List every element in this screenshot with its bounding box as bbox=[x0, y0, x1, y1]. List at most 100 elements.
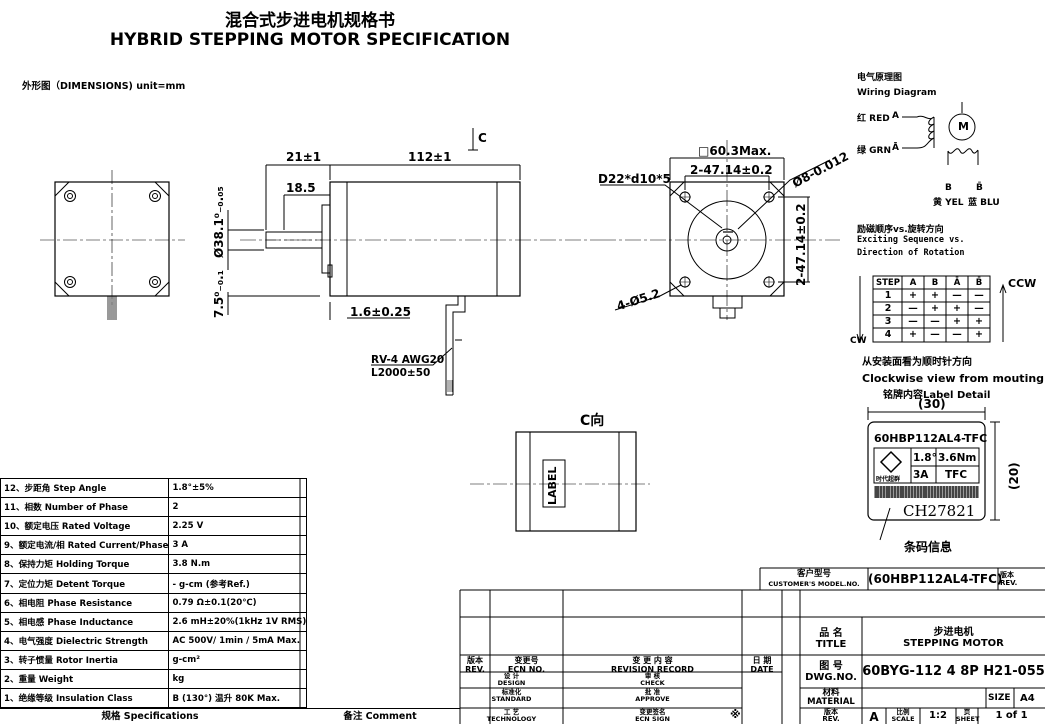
wire-green: 绿 GRN bbox=[857, 146, 891, 156]
spec-value: g-cm² bbox=[168, 649, 308, 670]
scale-label: 比例 SCALE bbox=[886, 709, 920, 723]
dim-18-5: 18.5 bbox=[286, 181, 316, 195]
seq-header-b-bar: B̄ bbox=[975, 278, 983, 288]
ecn-cn: 变更号 bbox=[514, 656, 539, 665]
sheet-label: 页 SHEET bbox=[956, 708, 980, 723]
revision-record-label: 变 更 内 容 REVISION RECORD bbox=[563, 656, 742, 674]
rev-en: REV. bbox=[1000, 579, 1018, 587]
dim-1-6: 1.6±0.25 bbox=[350, 305, 411, 319]
side-view bbox=[227, 128, 600, 396]
customer-model-label: 客户型号 CUSTOMER'S MODEL.NO. bbox=[760, 569, 868, 589]
wire-a: A bbox=[892, 111, 899, 121]
label-detail-lines bbox=[867, 407, 1000, 541]
ccw-label: CCW bbox=[1008, 277, 1037, 290]
customer-model-en: CUSTOMER'S MODEL.NO. bbox=[768, 580, 860, 588]
product-name-cn: 步进电机 bbox=[933, 627, 974, 638]
spec-value: 0.79 Ω±0.1(20℃) bbox=[168, 592, 308, 613]
check-en: CHECK bbox=[640, 679, 665, 687]
spec-name: 3、转子惯量 Rotor Inertia bbox=[0, 649, 170, 670]
spec-name: 5、相电感 Phase Inductance bbox=[0, 611, 170, 632]
seq-cell: — bbox=[908, 316, 918, 327]
mat-en: MATERIAL bbox=[807, 697, 855, 707]
c-view-label: LABEL bbox=[546, 466, 559, 505]
seq-cell: — bbox=[908, 303, 918, 314]
dwg-cn: 图 号 bbox=[819, 661, 843, 672]
wire-b-bar: B̄ bbox=[976, 183, 983, 193]
rotation-note-cn: 从安装面看为顺时针方向 bbox=[862, 357, 972, 368]
spec-value: 2.6 mH±20%(1kHz 1V RMS) bbox=[168, 611, 308, 632]
spec-row: 7、定位力矩 Detent Torque- g-cm (参考Ref.) bbox=[0, 573, 308, 594]
seq-step-number: 2 bbox=[884, 303, 892, 314]
spec-value: AC 500V/ 1min / 5mA Max. bbox=[168, 630, 308, 651]
wire-blue: 蓝 BLU bbox=[968, 198, 1000, 208]
scale-en: SCALE bbox=[891, 715, 915, 723]
spec-footer: 规格 Specifications bbox=[0, 708, 300, 725]
dim-21: 21±1 bbox=[286, 150, 322, 164]
size-label: SIZE bbox=[988, 693, 1011, 703]
spec-name: 6、相电阻 Phase Resistance bbox=[0, 592, 170, 613]
c-marker: C bbox=[478, 131, 487, 145]
wire-b: B bbox=[945, 183, 952, 193]
label-torque: 3.6Nm bbox=[938, 452, 977, 464]
rev2-en: REV. bbox=[822, 715, 840, 723]
seq-step-number: 4 bbox=[884, 329, 892, 340]
ecnsign-en: ECN SIGN bbox=[635, 715, 670, 723]
design-en: DESIGN bbox=[497, 679, 526, 687]
tech-cn: 工 艺 bbox=[503, 708, 520, 716]
rec-rev-en: REV. bbox=[465, 665, 485, 674]
wire-yellow: 黄 YEL bbox=[933, 198, 964, 208]
sheet-cn: 页 bbox=[963, 708, 971, 716]
front-flange-view bbox=[40, 170, 185, 320]
date-cn: 日 期 bbox=[752, 656, 772, 665]
dim-shaft-diameter: Ø38.1⁰₋₀.₀₅ bbox=[212, 186, 226, 258]
barcode-info-label: 条码信息 bbox=[904, 540, 953, 554]
product-name-en: STEPPING MOTOR bbox=[903, 638, 1004, 649]
date-label: 日 期 DATE bbox=[742, 656, 782, 674]
customer-model-value: (60HBP112AL4-TFC) bbox=[868, 572, 1003, 586]
dim-vertical-pitch: 2-47.14±0.2 bbox=[794, 203, 808, 286]
ecn-en: ECN NO. bbox=[507, 665, 546, 674]
spec-value: 2.25 V bbox=[168, 516, 308, 537]
std-en: STANDARD bbox=[491, 695, 532, 703]
sequence-title-en1: Exciting Sequence vs. bbox=[857, 235, 965, 245]
label-model: 60HBP112AL4-TFC bbox=[874, 432, 988, 445]
c-view-title: C向 bbox=[580, 413, 605, 429]
dim-7-5: 7.5⁰₋₀.₁ bbox=[212, 270, 226, 318]
motor-symbol: M bbox=[958, 120, 969, 133]
cable-spec: RV-4 AWG20 bbox=[371, 354, 445, 366]
sheet-en: SHEET bbox=[956, 715, 980, 723]
rev2-cn: 版本 bbox=[824, 708, 838, 716]
spec-value: - g-cm (参考Ref.) bbox=[168, 573, 308, 594]
seq-cell: + bbox=[909, 329, 917, 340]
spec-name: 10、额定电压 Rated Voltage bbox=[0, 516, 170, 537]
dim-square-60-3: □60.3Max. bbox=[698, 144, 772, 158]
seq-cell: + bbox=[909, 290, 917, 301]
title-en-label: TITLE bbox=[815, 639, 847, 650]
c-view bbox=[470, 431, 650, 532]
tech-en: TECHNOLOGY bbox=[486, 715, 537, 723]
ecnsign-cn: 变更签名 bbox=[639, 708, 666, 716]
rev-cn: 版本 bbox=[1000, 571, 1014, 579]
title-cn-label: 品 名 bbox=[819, 628, 843, 639]
wiring-title-en: Wiring Diagram bbox=[857, 88, 937, 98]
date-en: DATE bbox=[750, 665, 774, 674]
spec-name: 11、相数 Number of Phase bbox=[0, 497, 170, 518]
rev2-label: 版本 REV. bbox=[800, 709, 862, 723]
spec-value: 3 A bbox=[168, 535, 308, 556]
seq-header-a: A bbox=[909, 278, 917, 288]
seq-cell: + bbox=[931, 303, 939, 314]
wire-red: 红 RED bbox=[857, 114, 890, 124]
mat-cn: 材料 bbox=[822, 688, 840, 698]
customer-model-cn: 客户型号 bbox=[796, 569, 831, 579]
comment-footer: 备注 Comment bbox=[300, 708, 460, 725]
design-cn: 设 计 bbox=[503, 672, 520, 680]
ecn-label: 变更号 ECN NO. bbox=[490, 656, 563, 674]
seq-cell: — bbox=[952, 329, 962, 340]
